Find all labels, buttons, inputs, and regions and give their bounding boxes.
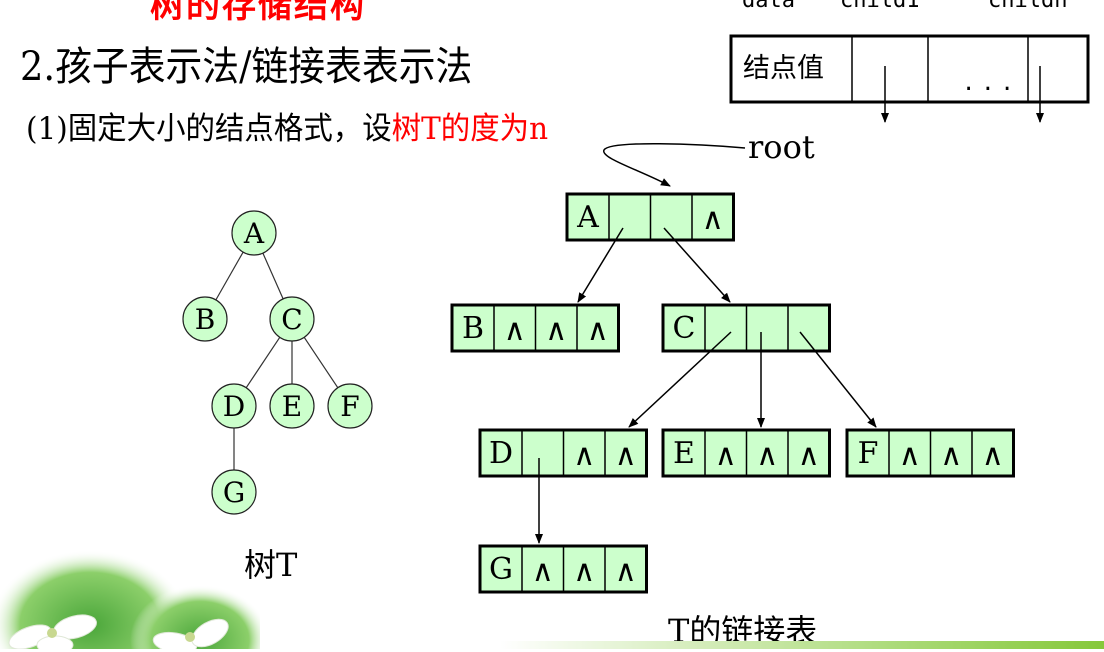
tree-node-label: F (340, 390, 359, 423)
format-header-data: data (742, 0, 795, 13)
list-node-f: F ∧ ∧ ∧ (845, 428, 1015, 478)
root-pointer-arrow (603, 142, 746, 187)
null-pointer-symbol: ∧ (715, 438, 737, 473)
list-node-label: D (489, 436, 513, 471)
format-header-childn: childn (988, 0, 1068, 13)
linked-list-diagram: A∧B∧∧∧CD∧∧E∧∧∧F∧∧∧G∧∧∧ (450, 192, 1015, 594)
tree-diagram: A B C D E F G (182, 210, 373, 515)
child-pointer-arrow (577, 227, 624, 303)
tree-caption: 树T (244, 546, 298, 584)
tree-node-label: A (243, 217, 265, 250)
flower-decoration (0, 550, 260, 649)
list-node-label: G (489, 552, 513, 587)
null-pointer-symbol: ∧ (532, 554, 554, 589)
child-pointer-arrow (663, 227, 731, 303)
footer-accent-bar (500, 641, 1104, 649)
child-pointer-arrow (799, 331, 877, 428)
tree-node-label: C (281, 303, 302, 336)
null-pointer-symbol: ∧ (573, 554, 595, 589)
tree-node-g: G (211, 469, 257, 515)
tree-edge (245, 336, 281, 389)
child-pointer-arrow (628, 331, 732, 428)
format-header-child1: child1 (840, 0, 920, 13)
tree-edge (262, 252, 284, 300)
list-node-a: A∧ (565, 192, 735, 242)
tree-node-label: B (195, 303, 216, 336)
tree-node-b: B (182, 296, 228, 342)
null-pointer-symbol: ∧ (573, 438, 595, 473)
list-node-b: B ∧ ∧ ∧ (450, 303, 620, 353)
null-pointer-symbol: ∧ (940, 438, 962, 473)
tree-node-label: E (282, 390, 302, 423)
list-node-label: A (576, 200, 599, 235)
list-node-label: F (858, 436, 879, 471)
ellipsis: ... (962, 71, 1020, 96)
node-format-box: 结点值 ... (729, 34, 1090, 123)
null-pointer-symbol: ∧ (587, 313, 609, 348)
tree-node-f: F (327, 383, 373, 429)
list-node-label: E (673, 436, 695, 471)
tree-edge (215, 251, 244, 301)
tree-node-label: G (223, 476, 245, 509)
tree-node-e: E (269, 383, 315, 429)
null-pointer-symbol: ∧ (545, 313, 567, 348)
null-pointer-symbol: ∧ (702, 202, 724, 237)
node-value-label: 结点值 (743, 53, 824, 84)
list-node-g: G ∧ ∧ ∧ (478, 544, 648, 594)
list-node-d: D ∧ ∧ (478, 428, 648, 478)
tree-node-a: A (231, 210, 277, 256)
section-heading: 2.孩子表示法/链接表表示法 (20, 44, 473, 90)
subsection-heading: (1)固定大小的结点格式，设树T的度为n (26, 103, 548, 148)
tree-node-c: C (269, 296, 315, 342)
tree-node-d: D (211, 383, 257, 429)
list-node-label: B (462, 311, 484, 346)
null-pointer-symbol: ∧ (756, 438, 778, 473)
subheading-highlight: 树T的度为n (391, 111, 549, 147)
root-label: root (748, 128, 815, 166)
null-pointer-symbol: ∧ (798, 438, 820, 473)
null-pointer-symbol: ∧ (615, 438, 637, 473)
list-node-label: C (673, 311, 696, 346)
slide-title-cutoff: 树的存储结构 (150, 0, 366, 26)
null-pointer-symbol: ∧ (982, 438, 1004, 473)
tree-node-label: D (223, 390, 245, 423)
null-pointer-symbol: ∧ (615, 554, 637, 589)
null-pointer-symbol: ∧ (504, 313, 526, 348)
list-node-c: C (661, 303, 831, 353)
subheading-text: (1)固定大小的结点格式，设 (26, 111, 392, 147)
list-node-e: E ∧ ∧ ∧ (661, 428, 831, 478)
null-pointer-symbol: ∧ (899, 438, 921, 473)
tree-edge (303, 336, 339, 389)
